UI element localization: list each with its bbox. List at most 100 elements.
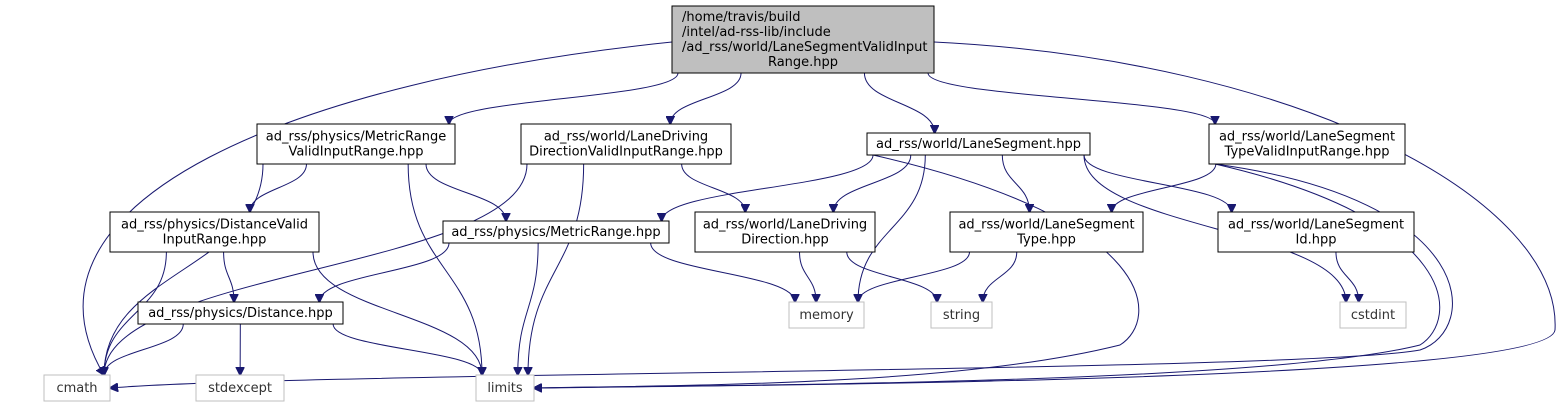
node-metricrange[interactable]: ad_rss/physics/MetricRange.hpp (442, 220, 670, 244)
edge-lanesegmenttype-valid-to-limits (534, 163, 1441, 388)
edge-lanesegment-to-lanesegmenttype (1001, 154, 1029, 212)
node-metricrange-valid[interactable]: ad_rss/physics/MetricRangeValidInputRang… (256, 123, 456, 165)
node-label-root-line-3: Range.hpp (768, 55, 838, 70)
node-distance[interactable]: ad_rss/physics/Distance.hpp (137, 301, 344, 325)
edge-root-to-metricrange-valid (449, 72, 679, 124)
node-string: string (930, 301, 993, 329)
edge-distance-valid-to-distance (223, 251, 234, 302)
edge-lanesegment-to-metricrange (662, 154, 874, 221)
node-label-lanedrivingdirection-valid-line-1: DirectionValidInputRange.hpp (529, 145, 723, 160)
edge-distance-to-cmath (104, 323, 184, 375)
node-label-metricrange-line-0: ad_rss/physics/MetricRange.hpp (451, 225, 660, 240)
node-lanedrivingdirection-valid[interactable]: ad_rss/world/LaneDrivingDirectionValidIn… (520, 123, 732, 165)
edges-layer (82, 41, 1556, 388)
edge-lanesegmentid-to-cstdint (1335, 251, 1359, 302)
node-limits: limits (475, 374, 535, 402)
node-root[interactable]: /home/travis/build/intel/ad-rss-lib/incl… (671, 5, 935, 74)
node-label-distance-valid-line-0: ad_rss/physics/DistanceValid (121, 218, 308, 233)
node-label-root-line-1: /intel/ad-rss-lib/include (682, 25, 831, 40)
edge-distance-valid-to-limits (312, 251, 482, 375)
node-cstdint: cstdint (1339, 301, 1407, 329)
node-label-cstdint-line-0: cstdint (1351, 308, 1395, 323)
node-label-stdexcept-line-0: stdexcept (208, 381, 272, 396)
edge-lanesegment-to-lanesegmentid (1083, 154, 1232, 212)
node-label-lanedrivingdirection-valid-line-0: ad_rss/world/LaneDriving (544, 130, 708, 145)
edge-lanesegmenttype-to-memory (858, 251, 970, 302)
node-label-distance-valid-line-1: InputRange.hpp (163, 233, 267, 248)
node-stdexcept: stdexcept (195, 374, 285, 402)
node-label-memory-line-0: memory (799, 308, 854, 323)
node-label-root-line-2: /ad_rss/world/LaneSegmentValidInput (682, 40, 927, 55)
edge-lanesegment-to-lanedrivingdirection (833, 154, 912, 212)
node-memory: memory (788, 301, 865, 329)
node-label-lanesegmenttype-valid-line-1: TypeValidInputRange.hpp (1224, 145, 1390, 160)
edge-lanesegmenttype-valid-to-cmath (110, 163, 1453, 388)
node-box-lanesegmenttype (949, 211, 1144, 253)
node-label-lanesegmenttype-line-0: ad_rss/world/LaneSegment (958, 218, 1134, 233)
edge-root-to-cmath (82, 41, 673, 375)
node-box-lanedrivingdirection-valid (520, 123, 732, 165)
edge-distance-to-limits (332, 323, 482, 375)
node-box-root (671, 5, 935, 74)
edge-lanesegment-to-limits (534, 154, 1140, 388)
edge-metricrange-valid-to-cmath (104, 163, 264, 375)
node-label-lanesegmentid-line-0: ad_rss/world/LaneSegment (1228, 218, 1404, 233)
node-label-cmath-line-0: cmath (56, 381, 97, 396)
edge-lanedrivingdirection-to-string (846, 251, 937, 302)
edge-lanesegment-to-memory (858, 154, 926, 302)
node-box-stdexcept (195, 374, 285, 402)
edge-lanedrivingdirection-valid-to-cmath (104, 163, 528, 375)
node-box-distance-valid (109, 211, 320, 253)
node-label-lanedrivingdirection-line-0: ad_rss/world/LaneDriving (703, 218, 867, 233)
nodes-layer: /home/travis/build/intel/ad-rss-lib/incl… (43, 5, 1415, 402)
edge-lanesegmenttype-valid-to-lanesegmenttype (1112, 163, 1217, 212)
node-box-string (930, 301, 993, 329)
edge-metricrange-valid-to-metricrange (425, 163, 506, 221)
node-label-lanesegmenttype-valid-line-0: ad_rss/world/LaneSegment (1219, 130, 1395, 145)
edge-root-to-lanedrivingdirection-valid (670, 72, 742, 124)
node-cmath: cmath (43, 374, 111, 402)
node-box-lanesegmentid (1217, 211, 1415, 253)
node-box-cmath (43, 374, 111, 402)
edge-root-to-lanesegmenttype-valid (927, 72, 1215, 124)
edge-lanedrivingdirection-valid-to-lanedrivingdirection (681, 163, 746, 212)
edge-metricrange-to-limits (518, 242, 539, 375)
node-lanesegment[interactable]: ad_rss/world/LaneSegment.hpp (866, 132, 1091, 156)
edge-lanesegmenttype-to-string (983, 251, 1018, 302)
edge-lanedrivingdirection-valid-to-limits (528, 163, 585, 375)
node-label-distance-line-0: ad_rss/physics/Distance.hpp (148, 306, 333, 321)
node-label-lanedrivingdirection-line-1: Direction.hpp (741, 233, 829, 248)
node-box-metricrange-valid (256, 123, 456, 165)
node-label-lanesegmenttype-line-1: Type.hpp (1016, 233, 1076, 248)
node-label-root-line-0: /home/travis/build (682, 10, 800, 25)
node-label-metricrange-valid-line-0: ad_rss/physics/MetricRange (266, 130, 446, 145)
node-box-lanesegment (866, 132, 1091, 156)
node-box-lanesegmenttype-valid (1208, 123, 1406, 165)
node-box-memory (788, 301, 865, 329)
node-distance-valid[interactable]: ad_rss/physics/DistanceValidInputRange.h… (109, 211, 320, 253)
edge-metricrange-to-memory (650, 242, 795, 302)
node-label-lanesegmentid-line-1: Id.hpp (1296, 233, 1337, 248)
node-lanesegmenttype-valid[interactable]: ad_rss/world/LaneSegmentTypeValidInputRa… (1208, 123, 1406, 165)
node-label-lanesegment-line-0: ad_rss/world/LaneSegment.hpp (876, 137, 1081, 152)
edge-metricrange-valid-to-distance-valid (250, 163, 307, 212)
node-label-metricrange-valid-line-1: ValidInputRange.hpp (288, 145, 423, 160)
node-box-limits (475, 374, 535, 402)
edge-root-to-lanesegment (863, 72, 934, 133)
edge-lanesegment-to-cstdint (1083, 154, 1346, 302)
node-label-limits-line-0: limits (487, 381, 523, 396)
edge-lanedrivingdirection-to-memory (799, 251, 817, 302)
edge-root-to-limits (534, 41, 1556, 388)
node-box-distance (137, 301, 344, 325)
edge-metricrange-valid-to-limits (407, 163, 482, 375)
node-box-lanedrivingdirection (694, 211, 876, 253)
node-label-string-line-0: string (943, 308, 980, 323)
node-box-metricrange (442, 220, 670, 244)
edge-distance-valid-to-cmath (104, 251, 167, 375)
edge-metricrange-to-distance (319, 242, 450, 302)
node-box-cstdint (1339, 301, 1407, 329)
